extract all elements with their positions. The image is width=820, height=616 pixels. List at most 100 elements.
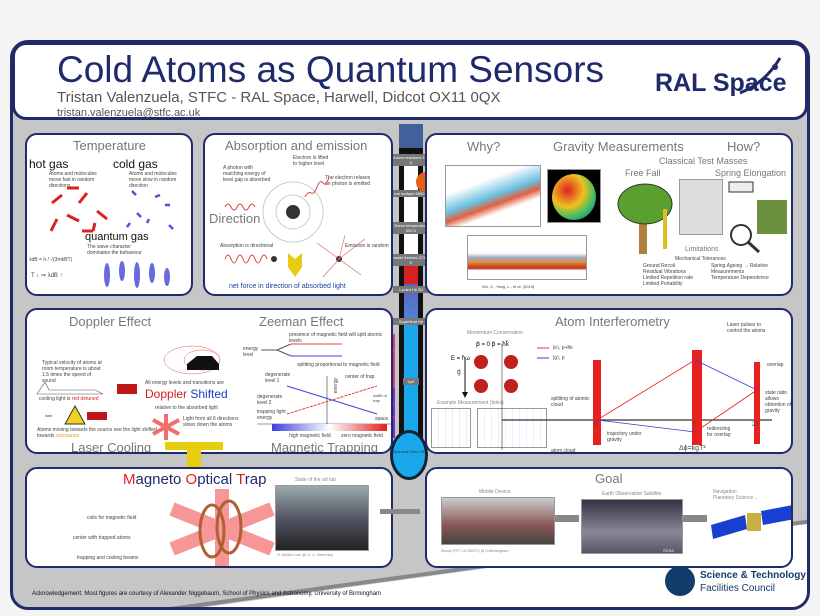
how-heading: How? — [727, 139, 761, 154]
geophysics-diagram — [467, 235, 587, 280]
net-force-caption: net force in direction of absorbed light — [229, 283, 346, 290]
lab-caption: State of the art lab — [295, 477, 336, 483]
degenerate-level-1: degenerate level 1 — [265, 372, 291, 384]
mot-title: Magneto Optical Trap — [123, 471, 267, 488]
legend-ground: |g⟩, p — [553, 355, 565, 361]
doppler-car-illustration — [163, 345, 221, 375]
tick-T: T — [692, 422, 696, 428]
mobile-device-photo — [441, 497, 555, 545]
example-heading: Example Measurement (tides) — [437, 400, 504, 406]
stfc-logo-icon — [665, 566, 695, 596]
yellow-arrow-icon — [165, 442, 223, 478]
tides-plot-large — [477, 408, 547, 448]
thermometer-label: Superfluid He — [393, 318, 429, 326]
ral-swoosh-icon — [739, 57, 782, 95]
legend-excited: |e⟩, p+ħk — [553, 345, 573, 351]
atoms-moving-note: Atoms moving towards the source see the … — [37, 427, 157, 439]
free-fall-label: Free Fall — [625, 168, 661, 178]
gray-arrow-icon — [380, 509, 420, 514]
gravity-vector-label: g⃗ — [457, 370, 461, 376]
width-of-trap: width of trap — [373, 393, 387, 403]
zeeman-diagram — [257, 343, 391, 431]
high-field-label: high magnetic field — [289, 433, 331, 439]
overlap-note: overlap — [767, 362, 784, 368]
fusion-image — [399, 124, 423, 148]
thermometer-label: fusion reactions 10⁸ K — [393, 154, 429, 167]
tick-2T: 2T — [752, 422, 760, 428]
gravity-title: Gravity Measurements — [553, 139, 684, 154]
thermometer-label: λ point He 2K — [393, 286, 429, 294]
splitting-note: splitting proportional to magnetic field — [297, 362, 380, 368]
cooling-light-note: cooling light is red detuned — [39, 396, 99, 402]
energy-level-label: energy level — [243, 346, 259, 358]
direction-heading: Direction — [209, 211, 261, 226]
mechanical-tolerances: Mechanical Tolerances — [675, 256, 726, 262]
center-of-trap: center of trap — [345, 374, 375, 380]
mot-illustration — [169, 489, 275, 566]
momentum-heading: Momentum Conservation — [467, 330, 523, 336]
thermometer-label: water freezes 273.2 K — [393, 254, 429, 267]
ral-space-logo: RAL Space — [655, 69, 787, 97]
why-heading: Why? — [467, 139, 501, 154]
zero-field-label: zero magnetic field — [341, 433, 383, 439]
tick-0: 0 — [594, 422, 598, 428]
svg-text:E = ħω: E = ħω — [451, 356, 470, 362]
spring-gravimeter-illustration — [728, 181, 787, 254]
cold-gas-label: cold gas — [113, 157, 158, 171]
de-broglie-formula: λdB = h / √(3mkBT) — [29, 257, 73, 263]
thermometer-label: Absolute Zero 0K — [393, 449, 425, 454]
atom-absorption-illustration — [224, 176, 366, 278]
redirecting-note: redirecting for overlap — [707, 426, 731, 438]
author: Tristan Valenzuela, STFC - RAL Space, Ha… — [57, 89, 501, 106]
space-axis-label: space — [375, 416, 389, 422]
panel-title: Absorption and emission — [225, 138, 368, 153]
limitations-heading: Limitations — [685, 246, 719, 253]
temperature-panel: Temperature hot gas Atoms and molecules … — [25, 133, 193, 296]
tree-illustration — [617, 183, 673, 254]
energy-axis-label: energy — [333, 378, 339, 394]
gas-molecules-illustration — [49, 186, 174, 233]
phase-formula: Δϕ=kgT² — [679, 445, 706, 452]
hot-gas-label: hot gas — [29, 157, 69, 171]
gravity-panel: Why? Gravity Measurements How? Classical… — [425, 133, 793, 296]
goal-title: Goal — [595, 471, 623, 486]
thermometer-bulb: Absolute Zero 0K — [390, 430, 428, 480]
citation: Wu, X., Yang, L., et al. (2015) — [482, 284, 535, 289]
title-box: Cold Atoms as Quantum Sensors Tristan Va… — [12, 42, 808, 120]
splitting-note: splitting of atomic cloud — [551, 396, 590, 408]
emission-note: The electron relaxes an photon is emitte… — [325, 175, 371, 187]
interferometer-diagram — [462, 344, 772, 450]
acknowledgement: Acknowledgement: Most figures are courte… — [32, 591, 382, 597]
laser-warning-icon — [64, 404, 107, 425]
presence-note: presence of magnetic field will split at… — [289, 332, 383, 344]
red-arrow-icon — [117, 384, 137, 394]
relative-note: relative to the absorbed light — [155, 405, 218, 411]
mobile-device-caption: Mobile Device — [479, 489, 511, 495]
gray-arrow-icon — [683, 515, 707, 522]
mot-panel: Magneto Optical Trap coils for magnetic … — [25, 467, 393, 568]
quantum-gas-desc: The wave character dominates the behavio… — [87, 244, 142, 256]
goal-panel: Goal Mobile Device iSense (FP7 CA 250072… — [425, 467, 793, 568]
all-levels-note: All energy levels and transitions are — [145, 380, 224, 386]
stfc-name-line1: Science & Technology — [700, 570, 806, 581]
gravimeter-image — [679, 179, 723, 235]
absorption-note: A photon with matching energy of level g… — [223, 165, 271, 183]
electron-lifted-note: Electron is lifted to higher level — [293, 155, 329, 167]
laser-pulses-note: Laser pulses to control the atoms — [727, 322, 766, 334]
poster-title: Cold Atoms as Quantum Sensors — [57, 49, 605, 90]
esa-credit: ©ESA — [663, 548, 674, 553]
lab-photo — [275, 485, 369, 551]
cooling-trapping-panel: Doppler Effect Typical velocity of atoms… — [25, 308, 393, 454]
panel-title: Temperature — [73, 138, 146, 153]
interferometry-panel: Atom Interferometry Momentum Conservatio… — [425, 308, 793, 454]
lab-credit: H. Müller Lab @ U. C. Berkeley — [277, 552, 333, 557]
classical-test-masses: Classical Test Masses — [659, 156, 748, 166]
cold-gas-desc: Atoms and molecules move slow in random … — [129, 171, 177, 189]
quantum-gas-label: quantum gas — [85, 231, 149, 243]
beams-label: trapping and cooling beams — [77, 555, 139, 561]
absorption-panel: Absorption and emission A photon with ma… — [203, 133, 393, 296]
doppler-shifted-label: Doppler Shifted — [145, 387, 228, 401]
stfc-name-line2: Facilities Council — [700, 583, 776, 594]
